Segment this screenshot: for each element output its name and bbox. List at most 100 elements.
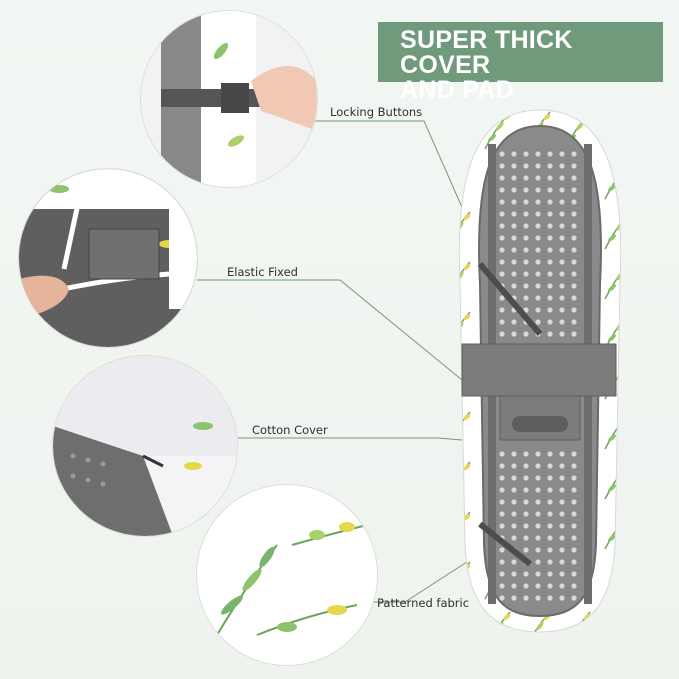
board-hole: [535, 163, 541, 169]
board-hole: [523, 583, 529, 589]
elastic-fixed-photo: [18, 168, 198, 348]
board-hole: [559, 583, 565, 589]
board-hole: [499, 259, 505, 265]
board-hole: [499, 175, 505, 181]
board-hole: [523, 595, 529, 601]
board-hole: [547, 511, 553, 517]
board-hole: [547, 487, 553, 493]
board-hole: [511, 283, 517, 289]
board-hole: [547, 571, 553, 577]
board-hole: [499, 571, 505, 577]
board-hole: [547, 583, 553, 589]
board-hole: [511, 583, 517, 589]
locking-buttons-photo: [140, 10, 318, 188]
board-hole: [547, 475, 553, 481]
board-hole: [559, 535, 565, 541]
board-hole: [547, 295, 553, 301]
board-hole: [571, 523, 577, 529]
board-hole: [523, 475, 529, 481]
callout-label-elastic-fixed: Elastic Fixed: [227, 265, 298, 279]
board-hole: [523, 247, 529, 253]
board-hole: [511, 151, 517, 157]
board-hole: [571, 595, 577, 601]
board-hole: [547, 259, 553, 265]
callout-label-locking-buttons: Locking Buttons: [330, 105, 423, 119]
board-hole: [523, 523, 529, 529]
board-hole: [523, 211, 529, 217]
board-hole: [547, 151, 553, 157]
board-hole: [571, 247, 577, 253]
board-hole: [571, 163, 577, 169]
board-hole: [559, 511, 565, 517]
board-hole: [511, 211, 517, 217]
board-hole: [547, 199, 553, 205]
board-hole: [535, 511, 541, 517]
board-hole: [499, 223, 505, 229]
board-hole: [511, 319, 517, 325]
board-hole: [523, 151, 529, 157]
board-hole: [547, 175, 553, 181]
board-hole: [499, 235, 505, 241]
board-hole: [499, 295, 505, 301]
board-hole: [559, 499, 565, 505]
board-hole: [511, 499, 517, 505]
board-hole: [559, 463, 565, 469]
board-hole: [559, 571, 565, 577]
board-hole: [559, 199, 565, 205]
board-hole: [499, 547, 505, 553]
board-hole: [511, 595, 517, 601]
board-hole: [571, 463, 577, 469]
board-hole: [535, 451, 541, 457]
board-hole: [571, 547, 577, 553]
board-hole: [535, 319, 541, 325]
board-hole: [499, 151, 505, 157]
board-hole: [535, 595, 541, 601]
board-hole: [571, 259, 577, 265]
board-hole: [571, 559, 577, 565]
board-hole: [547, 559, 553, 565]
board-hole: [559, 163, 565, 169]
callout-label-cotton-cover: Cotton Cover: [252, 423, 328, 437]
board-hole: [535, 259, 541, 265]
board-hole: [511, 463, 517, 469]
board-hole: [571, 235, 577, 241]
board-hole: [523, 571, 529, 577]
board-hole: [499, 595, 505, 601]
board-hole: [499, 523, 505, 529]
title-line-1: SUPER THICK COVER: [400, 26, 573, 79]
board-hole: [535, 475, 541, 481]
board-hole: [499, 331, 505, 337]
board-hole: [535, 307, 541, 313]
board-hole: [499, 199, 505, 205]
board-hole: [559, 271, 565, 277]
board-hole: [511, 475, 517, 481]
board-hole: [523, 451, 529, 457]
board-hole: [523, 535, 529, 541]
board-hole: [559, 451, 565, 457]
board-hole: [571, 295, 577, 301]
board-hole: [547, 331, 553, 337]
board-hole: [511, 163, 517, 169]
board-hole: [571, 271, 577, 277]
board-hole: [511, 271, 517, 277]
board-hole: [547, 163, 553, 169]
board-hole: [535, 151, 541, 157]
board-hole: [571, 223, 577, 229]
board-hole: [499, 319, 505, 325]
title-banner: SUPER THICK COVER AND PAD: [378, 22, 663, 103]
board-hole: [499, 499, 505, 505]
board-hole: [511, 199, 517, 205]
board-hole: [535, 199, 541, 205]
board-hole: [523, 283, 529, 289]
board-hole: [511, 571, 517, 577]
board-hole: [535, 487, 541, 493]
board-hole: [571, 175, 577, 181]
callout-line-cotton: [238, 437, 463, 441]
board-hole: [511, 259, 517, 265]
board-hole: [559, 523, 565, 529]
board-hole: [523, 511, 529, 517]
board-hole: [511, 175, 517, 181]
board-hole: [523, 235, 529, 241]
board-hole: [547, 499, 553, 505]
board-hole: [523, 295, 529, 301]
